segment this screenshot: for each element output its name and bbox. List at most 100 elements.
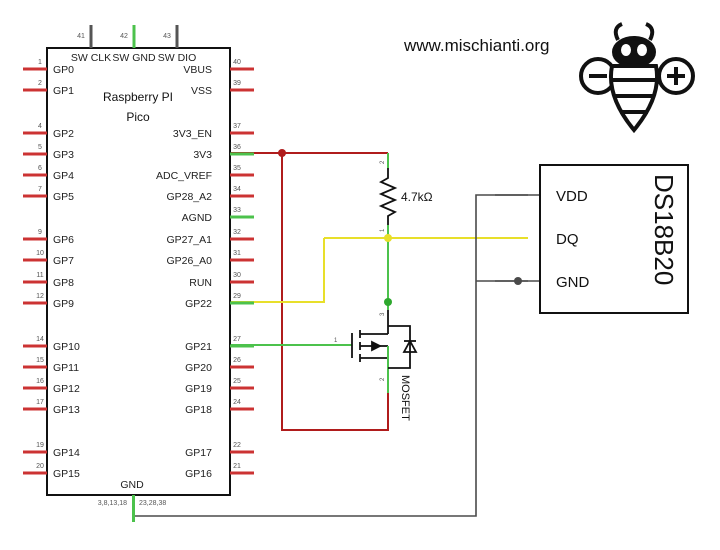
- left-pin-label: GP1: [53, 85, 74, 97]
- resistor-pin-bottom: 1: [380, 228, 386, 232]
- junction-dq: [384, 234, 392, 242]
- left-pin-number: 15: [36, 357, 44, 364]
- right-pin-number: 39: [233, 80, 241, 87]
- right-pin-label: GP27_A1: [166, 234, 212, 246]
- right-pin-3v3: 36 3V3: [193, 144, 254, 161]
- left-pin-label: GP11: [53, 362, 79, 374]
- right-pin-label: GP26_A0: [166, 255, 212, 267]
- top-pin-label: SW DIO: [158, 52, 197, 64]
- left-pin-label: GP7: [53, 255, 74, 267]
- ds18b20-sensor: VDD DQ GND DS18B20: [539, 164, 689, 314]
- sensor-pin-dq: DQ: [556, 231, 579, 248]
- pullup-resistor: 4.7kΩ 2 1: [378, 160, 433, 232]
- pico-gnd-pins-right: 23,28,38: [139, 500, 166, 507]
- junction-drain: [384, 298, 392, 306]
- wires: [134, 152, 540, 517]
- right-pin-label: GP18: [185, 404, 212, 416]
- left-pin-label: GP0: [53, 64, 74, 76]
- right-pin-number: 33: [233, 207, 241, 214]
- right-pin-label: GP22: [185, 298, 212, 310]
- sensor-pin-gnd: GND: [556, 274, 590, 291]
- right-pin-number: 22: [233, 442, 241, 449]
- right-pin-label: RUN: [189, 277, 212, 289]
- pico-board: Raspberry PI Pico GND 3,8,13,18 23,28,38…: [23, 25, 254, 522]
- resistor-value: 4.7kΩ: [401, 190, 433, 204]
- right-pin-label: GP21: [185, 341, 212, 353]
- right-pin-label: VSS: [191, 85, 212, 97]
- left-pin-label: GP4: [53, 170, 74, 182]
- junction-3v3: [278, 149, 286, 157]
- left-pin-number: 19: [36, 442, 44, 449]
- right-pin-number: 25: [233, 378, 241, 385]
- junction-dots: [278, 149, 522, 306]
- junction-gnd: [514, 277, 522, 285]
- right-pin-number: 37: [233, 123, 241, 130]
- right-pin-label: GP19: [185, 383, 212, 395]
- right-pin-number: 34: [233, 186, 241, 193]
- site-url: www.mischianti.org: [403, 36, 550, 55]
- top-pin-number: 41: [77, 33, 85, 40]
- left-pin-label: GP15: [53, 468, 80, 480]
- left-pin-number: 4: [38, 123, 42, 130]
- sensor-name: DS18B20: [649, 174, 679, 285]
- left-pin-number: 16: [36, 378, 44, 385]
- right-pin-number: 26: [233, 357, 241, 364]
- right-pin-label: VBUS: [183, 64, 212, 76]
- bee-logo-icon: [579, 22, 695, 134]
- left-pin-number: 14: [36, 336, 44, 343]
- pico-title-line2: Pico: [126, 110, 150, 124]
- right-pin-label: GP20: [185, 362, 212, 374]
- right-pin-3v3_en: 37 3V3_EN: [173, 123, 254, 140]
- right-pin-number: 29: [233, 293, 241, 300]
- left-pin-label: GP12: [53, 383, 80, 395]
- right-pin-number: 21: [233, 463, 241, 470]
- left-pin-label: GP13: [53, 404, 80, 416]
- right-pin-number: 27: [233, 336, 241, 343]
- pico-left-pins: 1GP02GP14GP25GP36GP47GP59GP610GP711GP812…: [23, 59, 80, 480]
- top-pin-sw-dio: 43 SW DIO: [158, 25, 197, 64]
- right-pin-label: 3V3: [193, 149, 212, 161]
- right-pin-label: GP16: [185, 468, 212, 480]
- top-pin-number: 43: [163, 33, 171, 40]
- sensor-pin-vdd: VDD: [556, 188, 588, 205]
- right-pin-number: 40: [233, 59, 241, 66]
- right-pin-label: 3V3_EN: [173, 128, 212, 140]
- right-pin-number: 31: [233, 250, 241, 257]
- right-pin-number: 32: [233, 229, 241, 236]
- left-pin-label: GP14: [53, 447, 80, 459]
- right-pin-label: GP17: [185, 447, 212, 459]
- mosfet-pin-drain: 3: [380, 312, 386, 316]
- mosfet-label: MOSFET: [399, 375, 411, 421]
- right-pin-number: 36: [233, 144, 241, 151]
- pico-gnd-pins-left: 3,8,13,18: [98, 500, 127, 507]
- top-pin-number: 42: [120, 33, 128, 40]
- left-pin-number: 17: [36, 399, 44, 406]
- left-pin-number: 7: [38, 186, 42, 193]
